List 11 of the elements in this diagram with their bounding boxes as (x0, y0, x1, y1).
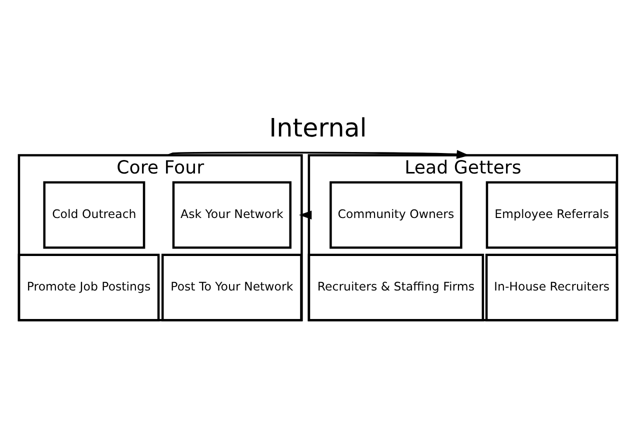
node-box: Promote Job Postings (18, 254, 160, 322)
node-box: Recruiters & Staffing Firms (308, 254, 484, 322)
node-box: In-House Recruiters (485, 254, 618, 322)
node-box: Post To Your Network (161, 254, 302, 322)
node-box: Ask Your Network (172, 181, 292, 249)
arrow (168, 150, 470, 159)
node-box: Employee Referrals (486, 181, 618, 249)
arrow (298, 210, 312, 220)
node-box: Community Owners (330, 181, 462, 249)
diagram-title: Internal (269, 112, 367, 143)
node-box: Cold Outreach (43, 181, 146, 249)
